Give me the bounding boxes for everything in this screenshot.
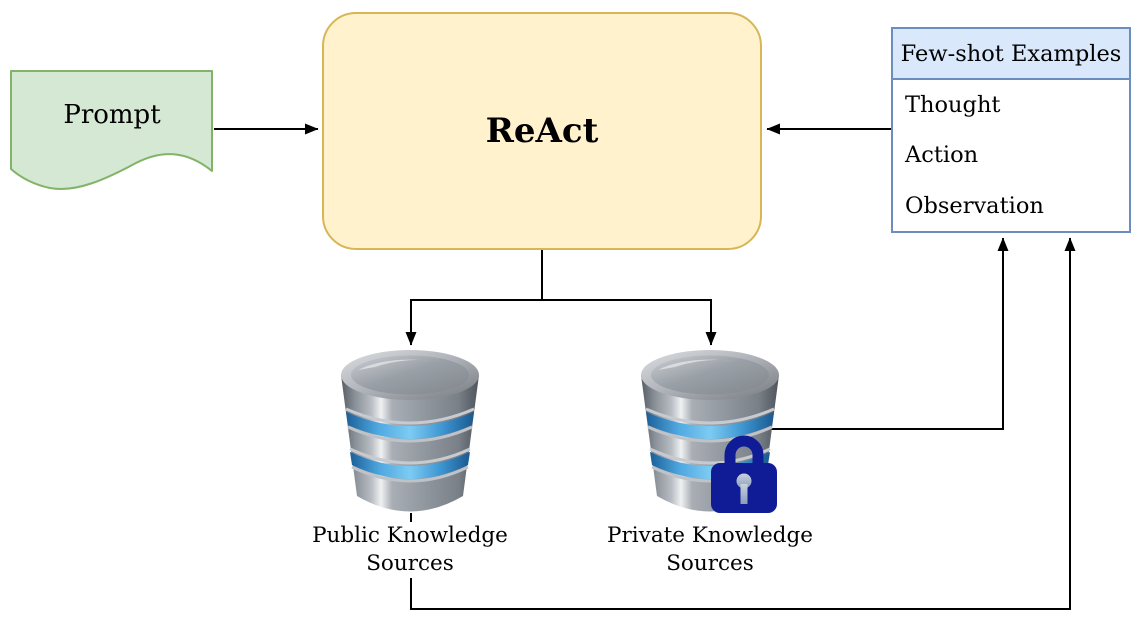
arrow-react-to-private-db (542, 299, 717, 346)
lock-icon (711, 435, 777, 513)
document-shape (10, 70, 213, 190)
database-icon (341, 350, 479, 512)
fewshot-item-thought: Thought (905, 92, 1001, 119)
arrow-private-db-to-fewshot (765, 237, 1009, 430)
prompt-node (10, 70, 213, 190)
fewshot-examples-header: Few-shot Examples (893, 29, 1129, 80)
database-glyph (341, 350, 479, 512)
prompt-label: Prompt (63, 100, 161, 130)
fewshot-item-observation: Observation (905, 192, 1044, 219)
react-label: ReAct (485, 111, 599, 151)
public-knowledge-sources-label: Public Knowledge Sources (302, 522, 518, 578)
private-knowledge-sources-label: Private Knowledge Sources (602, 522, 818, 578)
fewshot-examples-node: Few-shot Examples Thought Action Observa… (891, 27, 1131, 233)
arrow-react-to-public-db (405, 299, 542, 346)
react-node: ReAct (322, 12, 762, 250)
fewshot-item-action: Action (905, 142, 979, 169)
